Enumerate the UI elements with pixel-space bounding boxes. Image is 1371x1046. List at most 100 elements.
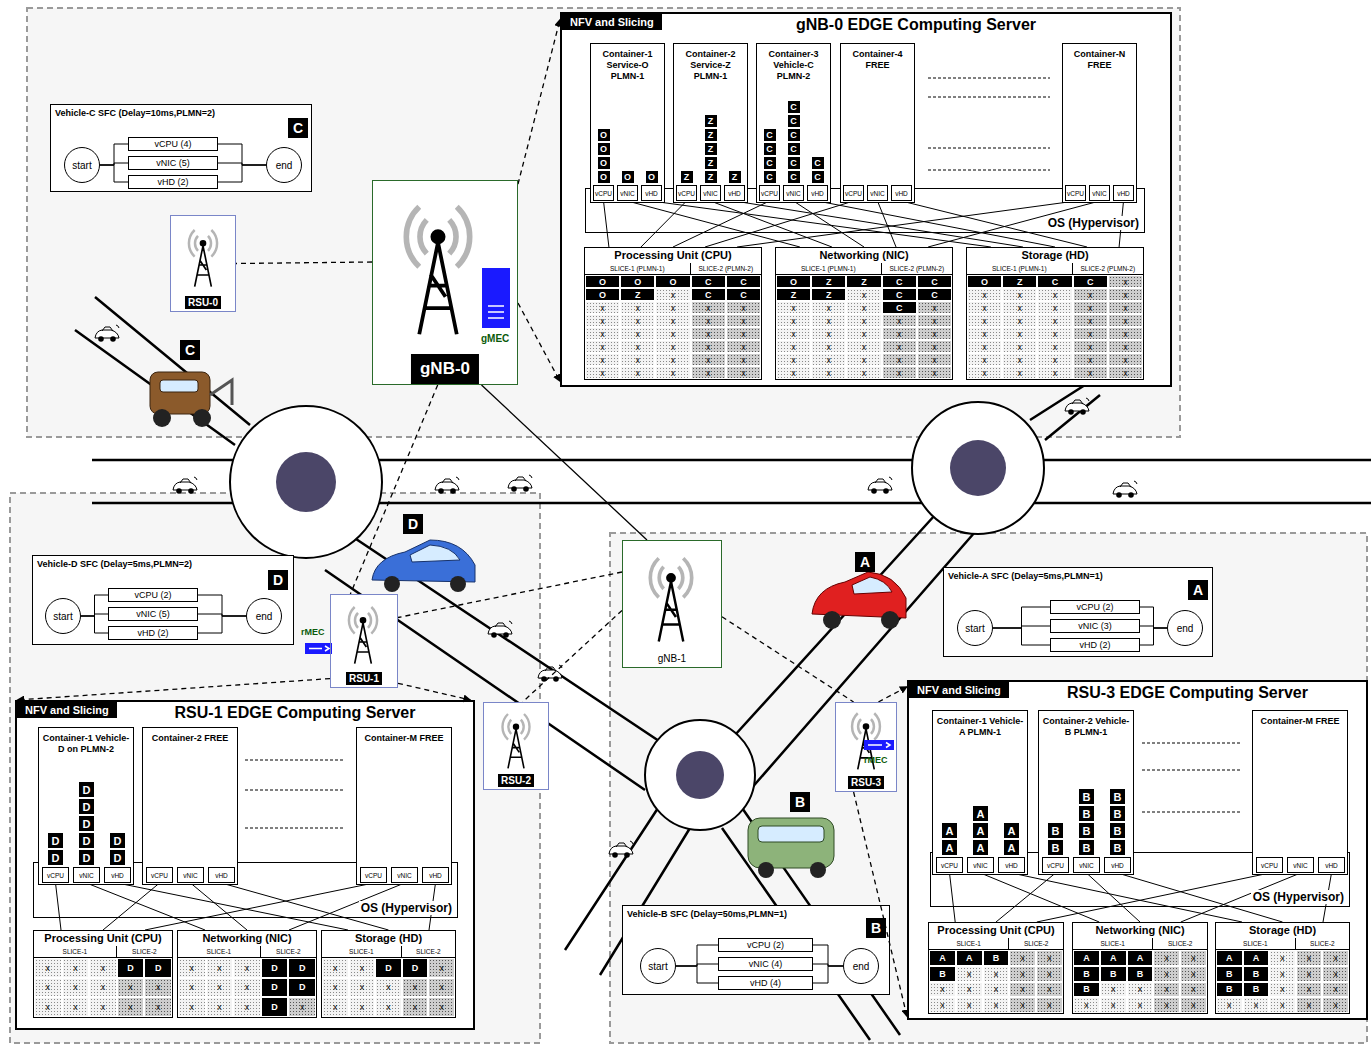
node-text: SLICE-2 <box>1009 938 1063 950</box>
resource-cell: Z <box>704 156 718 170</box>
resource-cell: O <box>597 156 611 170</box>
resource-cell: x <box>322 997 349 1017</box>
roundabout <box>276 452 336 512</box>
connector <box>604 201 609 247</box>
resource-cell: D <box>109 832 126 849</box>
panel-ground <box>483 702 549 790</box>
resource-cell: C <box>917 288 952 301</box>
resource-cell: x <box>1073 997 1100 1013</box>
resource-cell: A <box>941 822 958 839</box>
resource-cell: x <box>178 978 206 998</box>
edge-server: NFV and SlicingRSU-1 EDGE Computing Serv… <box>15 700 475 1030</box>
resource-cell: x <box>178 958 206 978</box>
node-text: Networking (NIC) <box>776 248 952 264</box>
resource-cell: x <box>691 301 726 314</box>
node-text: Container-1 Vehicle-D on PLMN-2 <box>39 728 133 755</box>
vehicle-tag: B <box>790 792 810 812</box>
resource-cell: x <box>34 997 62 1017</box>
resource-table: Networking (NIC)SLICE-1SLICE-2xxxDDxxxDD… <box>177 930 317 1018</box>
resource-cell: x <box>178 997 206 1017</box>
resource-cell: x <box>1073 327 1108 340</box>
node-text: vCPU (2) <box>747 940 784 950</box>
resource-cell: x <box>89 958 117 978</box>
small-car <box>435 477 459 494</box>
resource-cell: x <box>1180 982 1207 998</box>
resource-cell: x <box>983 966 1010 982</box>
resource-cell: D <box>144 958 172 978</box>
node-text: Container-4 FREE <box>841 44 914 71</box>
node-text: vHD (2) <box>138 628 169 638</box>
resource-cell: x <box>620 314 655 327</box>
resource-cell: x <box>655 340 690 353</box>
node-text: vHD <box>728 190 741 197</box>
vehicle-a-car <box>812 572 906 629</box>
connector <box>993 628 1050 645</box>
virtual-resource-box: vHD <box>1113 185 1134 201</box>
resource-cell: O <box>597 128 611 142</box>
resource-cell: x <box>1073 301 1108 314</box>
node-text: NFV and Slicing <box>562 14 662 30</box>
resource-cell: B <box>1216 982 1243 998</box>
node-text: vHD (4) <box>750 978 781 988</box>
resource-cell: x <box>776 340 811 353</box>
terminal-circle: start <box>45 598 81 634</box>
resource-cell: x <box>917 314 952 327</box>
node-text: start <box>648 961 667 972</box>
resource-cell: B <box>1078 788 1095 805</box>
resource-cell: x <box>1108 340 1143 353</box>
resource-cell: B <box>1078 805 1095 822</box>
resource-cell: A <box>972 822 989 839</box>
vehicle-d-car <box>410 545 460 562</box>
connector <box>118 883 349 930</box>
virtual-resource-box: vNIC <box>1287 857 1314 873</box>
node-text: SLICE-2 (PLMN-2) <box>1073 263 1143 275</box>
vnf-box: vHD (2) <box>128 175 218 189</box>
small-car <box>508 475 532 492</box>
resource-cell: C <box>691 288 726 301</box>
resource-cell: x <box>846 340 881 353</box>
panel-ground <box>15 700 475 1030</box>
resource-cell: x <box>983 982 1010 998</box>
terminal-circle: end <box>843 948 879 984</box>
node-text: Container-1 Service-O PLMN-1 <box>591 44 664 81</box>
connector <box>993 607 1050 628</box>
resource-cell: D <box>78 781 95 798</box>
mec-server-icon <box>488 306 504 318</box>
vnf-box: vCPU (4) <box>128 137 218 151</box>
virtual-resource-box: vHD <box>422 867 449 883</box>
resource-cell: x <box>1269 966 1296 982</box>
resource-table: Storage (HD)SLICE-1SLICE-2AAxxxBBxxxBBxx… <box>1215 922 1350 1014</box>
resource-cell: O <box>585 288 620 301</box>
sfc-chain-box: Vehicle-D SFC (Delay=5ms,PLMN=2)startvCP… <box>32 555 294 645</box>
resource-cell: x <box>428 978 455 998</box>
roundabout <box>230 406 382 558</box>
small-car <box>488 621 512 638</box>
small-car <box>538 665 562 682</box>
resource-cell: x <box>144 997 172 1017</box>
resource-cell: x <box>1009 950 1036 966</box>
mec-server-icon <box>482 268 510 328</box>
resource-cell: O <box>597 170 611 184</box>
node-text: gNB-0 EDGE Computing Server <box>662 16 1170 34</box>
resource-cell: C <box>787 156 801 170</box>
node-text: vNIC <box>1293 862 1307 869</box>
node-text: A <box>860 554 870 570</box>
resource-table: Storage (HD)SLICE-1SLICE-2xxDDxxxxxxxxxx… <box>321 930 456 1018</box>
resource-cell: Z <box>728 170 742 184</box>
resource-cell: x <box>349 978 376 998</box>
mec-server-icon <box>309 646 329 651</box>
coverage-region <box>610 533 1367 1043</box>
resource-cell: x <box>811 327 846 340</box>
node-text: vHD <box>1111 862 1124 869</box>
rsu-node: rMECRSU-3 <box>835 702 897 792</box>
node-text: Storage (HD) <box>967 248 1143 264</box>
resource-cell: C <box>763 170 777 184</box>
roundabout <box>950 440 1006 496</box>
mec-server-icon <box>868 743 890 748</box>
resource-cell: C <box>787 170 801 184</box>
vehicle-b-van <box>748 818 834 868</box>
vnf-box: vHD (4) <box>718 976 813 990</box>
vehicle-tag: D <box>268 570 288 590</box>
node-text: B <box>795 794 805 810</box>
